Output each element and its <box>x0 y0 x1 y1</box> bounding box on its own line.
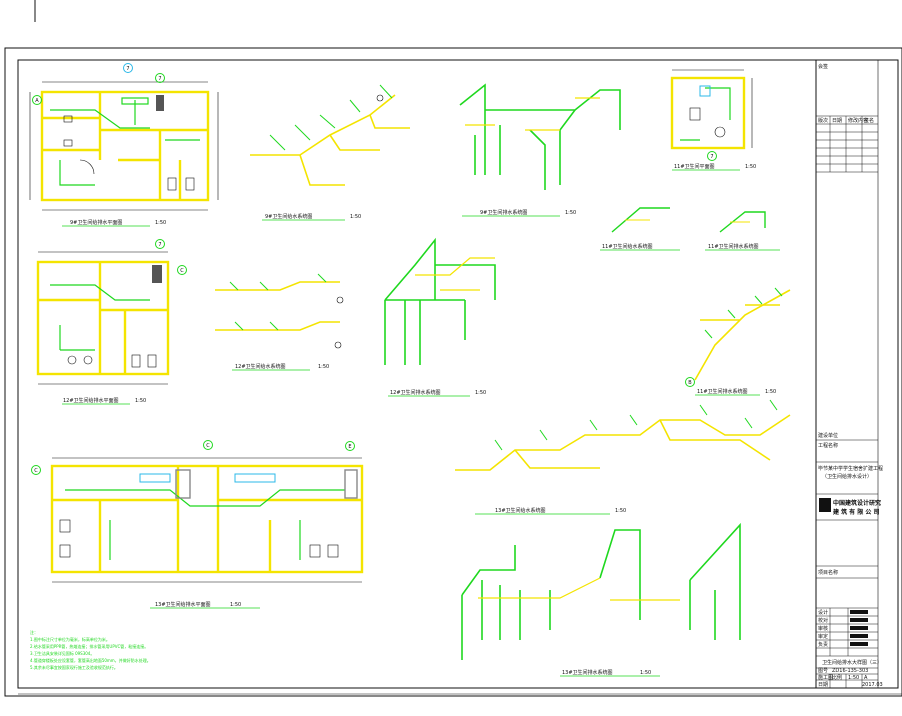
iso-9-drain-scale: 1:50 <box>565 210 576 216</box>
iso-12-drain-title: 12#卫生间排水系统图 <box>390 389 441 396</box>
plan-11-title: 11#卫生间平面图 <box>674 163 715 170</box>
tb-sheet: A <box>864 675 868 681</box>
iso-13-supply-title: 13#卫生间给水系统图 <box>495 507 546 514</box>
tb-date: 2017.03 <box>862 682 883 688</box>
plan-9-toilet: 9#卫生间给排水平面图 1:50 <box>29 81 219 227</box>
design-notes: 注： 1.图中标注尺寸单位为毫米，标高单位为米。 2.给水管采用PPR管，热熔连… <box>30 629 151 670</box>
axis-bubble: A <box>32 95 42 105</box>
note-line: 2.给水管采用PPR管，热熔连接；排水管采用UPVC管，粘接连接。 <box>30 643 148 649</box>
iso-13-supply: 13#卫生间给水系统图 1:50 <box>455 399 791 515</box>
plan-9-shaft <box>156 95 164 111</box>
tb-item-label: 项目名称 <box>818 569 838 576</box>
tb-scale-label: 比例 <box>832 674 842 681</box>
iso-9-supply: 9#卫生间给水系统图 1:50 <box>250 84 410 221</box>
axis-bubble: 7 <box>707 151 717 161</box>
tb-project-label: 工程名称 <box>818 442 838 449</box>
iso-11-large: 11#卫生间排水系统图 1:50 <box>694 287 791 396</box>
svg-text:7: 7 <box>158 76 161 82</box>
iso-13-drain-scale: 1:50 <box>640 670 651 676</box>
svg-text:7: 7 <box>158 242 161 248</box>
iso-9-supply-scale: 1:50 <box>350 214 361 220</box>
tb-role: 校对 <box>818 617 828 624</box>
axis-bubbles: 7 7 A C C E 7 7 C B <box>31 63 717 475</box>
svg-text:B: B <box>688 380 692 386</box>
company-logo-icon <box>819 498 831 512</box>
note-line: 4.管道穿楼板处应设套管，套管高出地面50mm，并做好防水处理。 <box>30 657 151 663</box>
iso-11b-title: 11#卫生间排水系统图 <box>697 388 748 395</box>
axis-bubble: 7 <box>155 73 165 83</box>
tb-company-2: 建 筑 有 限 公 司 <box>833 508 879 516</box>
iso-9-supply-title: 9#卫生间给水系统图 <box>265 213 312 220</box>
plan-9-title: 9#卫生间给排水平面图 <box>70 219 122 226</box>
tb-role: 设计 <box>818 609 828 616</box>
svg-text:C: C <box>34 468 38 474</box>
outer-border <box>4 47 902 697</box>
title-block: 会签 版次 日期 修改内容 签名 建设单位 工程名称 毕节某中学学生宿舍扩建工程… <box>815 60 883 688</box>
axis-bubble: C <box>177 265 187 275</box>
plan-13-toilet: 13#卫生间给排水平面图 1:50 <box>50 457 364 609</box>
tb-project-sub: （卫生间给排水设计） <box>822 473 872 480</box>
tb-company-1: 中国建筑设计研究 <box>833 499 881 507</box>
tb-client-label: 建设单位 <box>818 432 838 439</box>
axis-bubble: 7 <box>155 239 165 249</box>
iso-9-drain-title: 9#卫生间排水系统图 <box>480 209 527 216</box>
plan-13-scale: 1:50 <box>230 602 241 608</box>
note-line: 5.其余未尽事宜按国家现行施工及验收规范执行。 <box>30 664 118 670</box>
note-line: 3.卫生洁具安装详见国标 09S304。 <box>30 650 94 656</box>
svg-text:E: E <box>348 444 351 450</box>
note-line: 1.图中标注尺寸单位为毫米，标高单位为米。 <box>30 636 110 642</box>
tb-role: 审核 <box>818 625 828 632</box>
iso-13-drain: 13#卫生间排水系统图 1:50 <box>461 522 741 677</box>
plan-12-scale: 1:50 <box>135 398 146 404</box>
axis-bubble: C <box>203 440 213 450</box>
tb-drawing-no-label: 图号 <box>818 668 828 674</box>
tb-rev-head: 日期 <box>832 118 842 124</box>
plan-12-title: 12#卫生间给排水平面图 <box>63 397 119 404</box>
axis-bubble: B <box>685 377 695 387</box>
svg-text:C: C <box>180 268 184 274</box>
notes-heading: 注： <box>30 629 38 635</box>
tb-role: 审定 <box>818 633 828 640</box>
iso-12-supply-scale: 1:50 <box>318 364 329 370</box>
tb-role: 负责 <box>818 641 828 648</box>
svg-text:C: C <box>206 443 210 449</box>
svg-text:7: 7 <box>710 154 713 160</box>
plan-9-scale: 1:50 <box>155 220 166 226</box>
tb-rev-head: 修改内容 <box>848 117 868 124</box>
tb-rev-head: 签名 <box>864 117 874 124</box>
plan-9-outer-wall <box>40 90 210 202</box>
svg-text:A: A <box>35 98 39 104</box>
iso-13-drain-title: 13#卫生间排水系统图 <box>562 669 613 676</box>
tb-drawing-name: 卫生间给排水大样图（三） <box>822 659 882 666</box>
axis-bubble: E <box>345 441 355 451</box>
tb-countersign-label: 会签 <box>818 63 828 70</box>
iso-12-supply: 12#卫生间给水系统图 1:50 <box>215 273 344 371</box>
axis-bubble: C <box>31 465 41 475</box>
plan-11-scale: 1:50 <box>745 164 756 170</box>
tb-date-label: 日期 <box>818 682 828 688</box>
iso-12-supply-title: 12#卫生间给水系统图 <box>235 363 286 370</box>
iso-12-drain: 12#卫生间排水系统图 1:50 <box>384 237 496 397</box>
axis-bubble: 7 <box>123 63 133 73</box>
iso-11-drain-title: 11#卫生间排水系统图 <box>708 243 759 250</box>
plan-12-toilet: 12#卫生间给排水平面图 1:50 <box>36 251 170 405</box>
tb-rev-head: 版次 <box>818 117 828 124</box>
inner-border <box>17 59 899 689</box>
iso-11-small: 11#卫生间给水系统图 11#卫生间排水系统图 <box>600 207 780 251</box>
iso-13-supply-scale: 1:50 <box>615 508 626 514</box>
tb-drawing-no: ZD16-135-303 <box>832 668 868 674</box>
svg-text:7: 7 <box>126 66 129 72</box>
iso-11-supply-title: 11#卫生间给水系统图 <box>602 243 653 250</box>
iso-9-drain: 9#卫生间排水系统图 1:50 <box>459 83 621 217</box>
plan-13-title: 13#卫生间给排水平面图 <box>155 601 211 608</box>
iso-11b-scale: 1:50 <box>765 389 776 395</box>
plan-11-toilet: 11#卫生间平面图 1:50 <box>670 69 756 171</box>
tb-project-name: 毕节某中学学生宿舍扩建工程 <box>818 465 883 472</box>
tb-scale: 1:50 <box>848 675 859 681</box>
iso-12-drain-scale: 1:50 <box>475 390 486 396</box>
tb-stage: 施工图 <box>818 674 833 681</box>
